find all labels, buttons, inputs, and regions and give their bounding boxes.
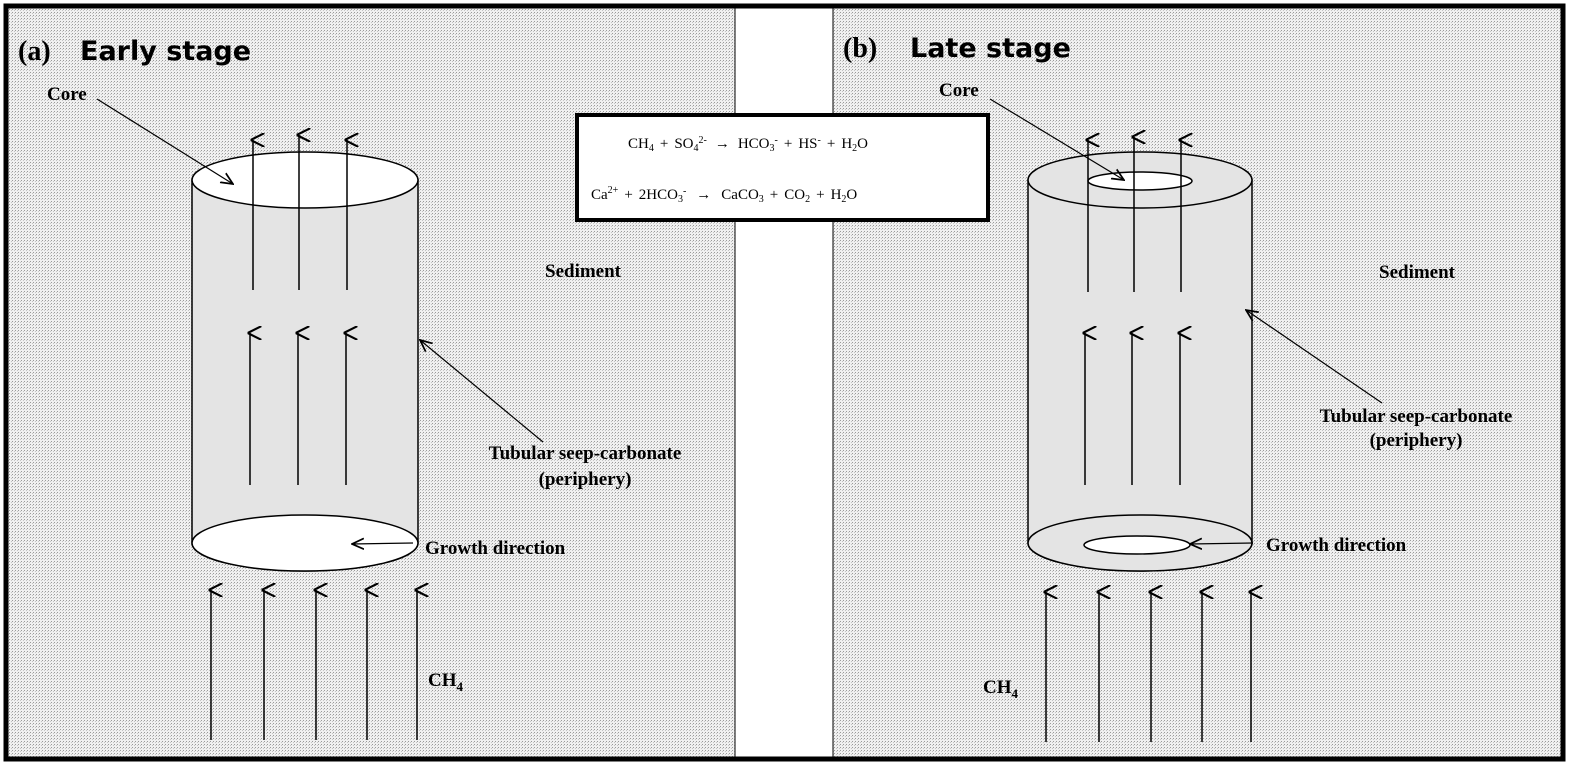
panel-a-core-pointer xyxy=(96,98,233,184)
panel-a-core-label: Core xyxy=(47,84,87,105)
panel-a-ch4-label: CH4 xyxy=(428,670,464,694)
panel-a-cylinder-top xyxy=(191,151,419,209)
panel-b-tubular-label-2: (periphery) xyxy=(1370,430,1463,451)
panel-a-letter: (a) xyxy=(18,36,51,67)
panel-a-sediment-label: Sediment xyxy=(545,261,622,282)
panel-a-cylinder-body xyxy=(191,179,419,572)
panel-b-core-bottom xyxy=(1083,535,1191,555)
panel-b-tubular-label-1: Tubular seep-carbonate xyxy=(1320,406,1513,427)
panel-a-tubular-pointer xyxy=(420,340,544,443)
equation-box-frame xyxy=(575,113,990,222)
panel-a-tubular-label-2: (periphery) xyxy=(539,469,632,490)
panel-a-tubular-label-1: Tubular seep-carbonate xyxy=(489,443,682,464)
panel-a-cylinder-bottom xyxy=(191,514,419,572)
panel-b-ch4-label: CH4 xyxy=(983,677,1019,701)
panel-b-core-label: Core xyxy=(939,80,979,101)
equation-1: CH4+SO42-→HCO3-+HS-+H2O xyxy=(628,135,868,154)
panel-b-core-top xyxy=(1087,171,1193,191)
equation-box: CH4+SO42-→HCO3-+HS-+H2O Ca2++2HCO3-→CaCO… xyxy=(575,113,990,222)
panel-b-sediment-label: Sediment xyxy=(1379,262,1456,283)
panel-a-growth-pointer xyxy=(352,543,414,544)
panel-a-title: Early stage xyxy=(80,36,251,67)
panel-b-tubular-pointer xyxy=(1246,310,1383,404)
panel-b-growth-pointer xyxy=(1190,543,1254,544)
panel-b-cylinder-body xyxy=(1027,179,1253,572)
panel-a-growth-label: Growth direction xyxy=(425,538,566,559)
panel-b-core-pointer xyxy=(989,98,1124,180)
panel-b: (b) Late stage Core Sediment Tubular see… xyxy=(843,33,1512,742)
equation-2: Ca2++2HCO3-→CaCO3+CO2+H2O xyxy=(591,185,857,205)
panel-b-growth-label: Growth direction xyxy=(1266,535,1407,556)
panel-a: (a) Early stage Core Sediment Tubular se… xyxy=(18,36,681,740)
panel-b-letter: (b) xyxy=(843,33,877,64)
panel-b-title: Late stage xyxy=(910,33,1071,64)
